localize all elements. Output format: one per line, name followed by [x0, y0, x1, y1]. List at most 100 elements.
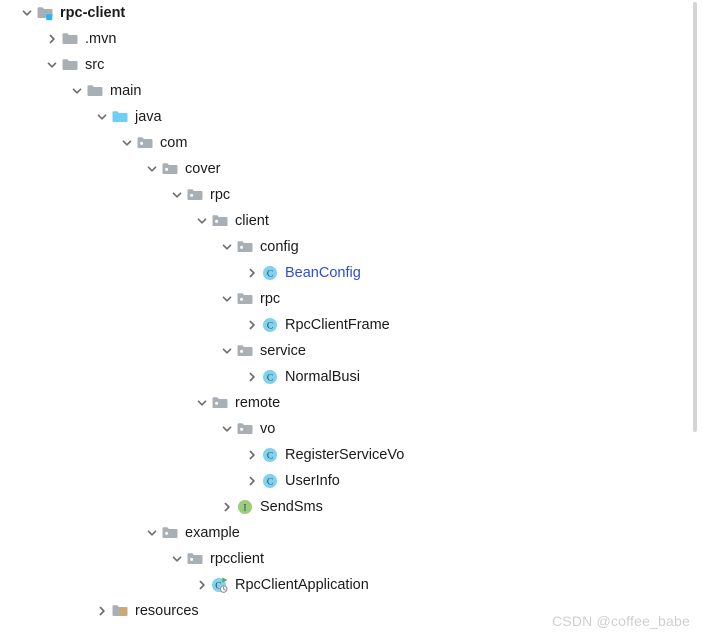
svg-text:C: C: [267, 373, 273, 383]
chevron-down-icon[interactable]: [218, 234, 235, 260]
tree-row[interactable]: java: [0, 104, 690, 130]
tree-row[interactable]: remote: [0, 390, 690, 416]
tree-row-label: NormalBusi: [285, 369, 360, 385]
tree-row-label: BeanConfig: [285, 265, 361, 281]
tree-row-label: service: [260, 343, 306, 359]
tree-row-label: RpcClientFrame: [285, 317, 390, 333]
interface-icon: I: [235, 494, 255, 520]
chevron-right-icon[interactable]: [218, 494, 235, 520]
chevron-right-icon[interactable]: [243, 442, 260, 468]
chevron-down-icon[interactable]: [143, 520, 160, 546]
tree-row-label: example: [185, 525, 240, 541]
chevron-right-icon[interactable]: [43, 26, 60, 52]
chevron-down-icon[interactable]: [18, 0, 35, 26]
tree-row[interactable]: rpc: [0, 182, 690, 208]
folder-icon: [60, 52, 80, 78]
tree-row[interactable]: config: [0, 234, 690, 260]
tree-row[interactable]: C UserInfo: [0, 468, 690, 494]
watermark: CSDN @coffee_babe: [552, 613, 690, 629]
chevron-down-icon[interactable]: [193, 208, 210, 234]
tree-row[interactable]: com: [0, 130, 690, 156]
package-folder-icon: [160, 520, 180, 546]
tree-row[interactable]: src: [0, 52, 690, 78]
tree-row-label: .mvn: [85, 31, 117, 47]
svg-text:I: I: [243, 503, 246, 513]
tree-row[interactable]: C NormalBusi: [0, 364, 690, 390]
svg-text:C: C: [267, 269, 273, 279]
tree-row[interactable]: C RpcClientApplication: [0, 572, 690, 598]
chevron-down-icon[interactable]: [118, 130, 135, 156]
chevron-down-icon[interactable]: [218, 338, 235, 364]
tree-row[interactable]: resources: [0, 598, 690, 624]
tree-row[interactable]: rpc-client: [0, 0, 690, 26]
chevron-down-icon[interactable]: [168, 546, 185, 572]
chevron-down-icon[interactable]: [168, 182, 185, 208]
tree-row[interactable]: C BeanConfig: [0, 260, 690, 286]
tree-row-label: rpcclient: [210, 551, 264, 567]
chevron-right-icon[interactable]: [243, 312, 260, 338]
package-folder-icon: [210, 208, 230, 234]
folder-icon: [85, 78, 105, 104]
tree-row-label: RpcClientApplication: [235, 577, 369, 593]
vertical-scrollbar-thumb[interactable]: [693, 2, 697, 432]
package-folder-icon: [235, 234, 255, 260]
class-icon: C: [260, 364, 280, 390]
tree-row[interactable]: cover: [0, 156, 690, 182]
tree-row[interactable]: rpcclient: [0, 546, 690, 572]
tree-row[interactable]: vo: [0, 416, 690, 442]
tree-row-label: rpc: [210, 187, 231, 203]
chevron-down-icon[interactable]: [193, 390, 210, 416]
chevron-down-icon[interactable]: [43, 52, 60, 78]
tree-row-label: resources: [135, 603, 199, 619]
chevron-right-icon[interactable]: [93, 598, 110, 624]
chevron-right-icon[interactable]: [193, 572, 210, 598]
source-root-folder-icon: [110, 104, 130, 130]
tree-row-label: RegisterServiceVo: [285, 447, 405, 463]
package-folder-icon: [235, 416, 255, 442]
tree-row[interactable]: main: [0, 78, 690, 104]
package-folder-icon: [210, 390, 230, 416]
tree-row[interactable]: C RpcClientFrame: [0, 312, 690, 338]
tree-row-label: java: [135, 109, 162, 125]
tree-row[interactable]: .mvn: [0, 26, 690, 52]
chevron-right-icon[interactable]: [243, 364, 260, 390]
package-folder-icon: [135, 130, 155, 156]
svg-text:C: C: [215, 581, 221, 591]
chevron-down-icon[interactable]: [143, 156, 160, 182]
tree-row[interactable]: service: [0, 338, 690, 364]
tree-row-label: com: [160, 135, 188, 151]
class-icon: C: [260, 312, 280, 338]
svg-text:C: C: [267, 477, 273, 487]
chevron-down-icon[interactable]: [218, 416, 235, 442]
tree-row[interactable]: C RegisterServiceVo: [0, 442, 690, 468]
tree-row-label: rpc: [260, 291, 281, 307]
chevron-down-icon[interactable]: [93, 104, 110, 130]
tree-row-label: main: [110, 83, 142, 99]
resources-folder-icon: [110, 598, 130, 624]
module-folder-icon: [35, 0, 55, 26]
chevron-down-icon[interactable]: [218, 286, 235, 312]
tree-row[interactable]: rpc: [0, 286, 690, 312]
package-folder-icon: [160, 156, 180, 182]
tree-row-label: UserInfo: [285, 473, 340, 489]
class-icon: C: [260, 468, 280, 494]
class-icon: C: [260, 260, 280, 286]
svg-text:C: C: [267, 321, 273, 331]
chevron-right-icon[interactable]: [243, 260, 260, 286]
tree-row-label: cover: [185, 161, 221, 177]
chevron-right-icon[interactable]: [243, 468, 260, 494]
tree-row[interactable]: example: [0, 520, 690, 546]
package-folder-icon: [235, 286, 255, 312]
tree-row-label: vo: [260, 421, 276, 437]
tree-row-label: config: [260, 239, 299, 255]
class-icon: C: [260, 442, 280, 468]
svg-text:C: C: [267, 451, 273, 461]
folder-icon: [60, 26, 80, 52]
chevron-down-icon[interactable]: [68, 78, 85, 104]
tree-row-label: src: [85, 57, 105, 73]
tree-row[interactable]: client: [0, 208, 690, 234]
package-folder-icon: [185, 182, 205, 208]
tree-row-label: rpc-client: [60, 5, 126, 21]
